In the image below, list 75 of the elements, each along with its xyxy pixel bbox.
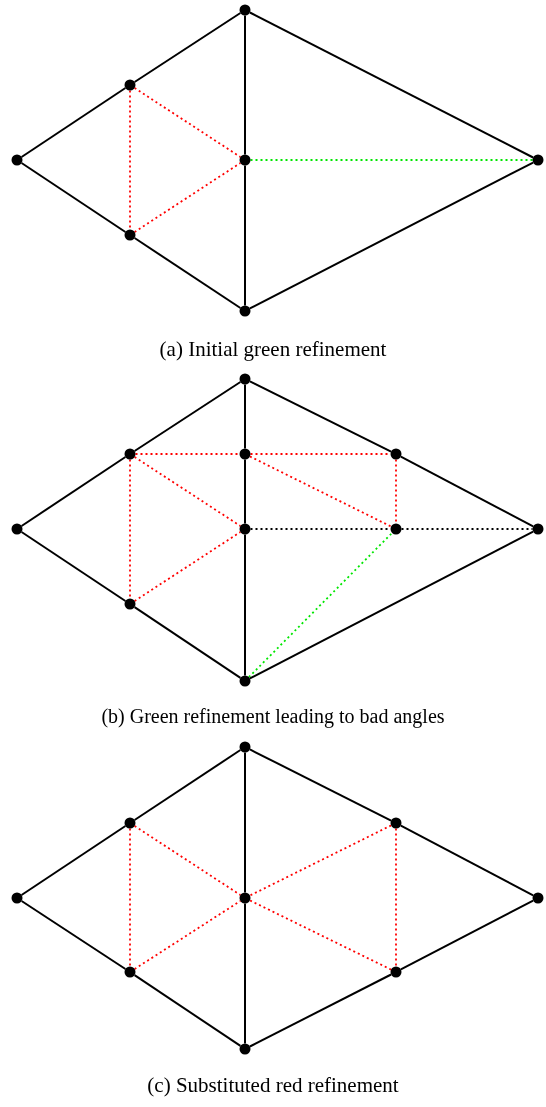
- mesh-vertex: [390, 448, 402, 460]
- mesh-vertex: [124, 598, 136, 610]
- mesh-vertex: [532, 892, 544, 904]
- mesh-edge: [248, 161, 535, 310]
- mesh-vertex: [239, 1043, 251, 1055]
- mesh-vertex: [390, 523, 402, 535]
- mesh-edge: [133, 237, 242, 309]
- mesh-vertex: [11, 523, 23, 535]
- mesh-edge: [244, 458, 246, 525]
- mesh-edge: [248, 748, 393, 822]
- mesh-edge: [400, 528, 534, 530]
- mesh-edge: [248, 380, 393, 453]
- mesh-edge: [133, 531, 242, 602]
- mesh-edge: [244, 14, 246, 156]
- mesh-vertex: [124, 448, 136, 460]
- mesh-edge: [133, 456, 242, 527]
- mesh-edge: [395, 827, 397, 968]
- mesh-vertex: [390, 817, 402, 829]
- mesh-vertex: [239, 892, 251, 904]
- mesh-vertex: [124, 229, 136, 241]
- mesh-vertex: [239, 523, 251, 535]
- figure-caption: (b) Green refinement leading to bad angles: [100, 705, 446, 728]
- mesh-vertex: [239, 373, 251, 385]
- mesh-edge: [244, 533, 246, 677]
- mesh-vertex: [239, 154, 251, 166]
- figure-caption: (c) Substituted red refinement: [146, 1073, 400, 1098]
- mesh-edge: [248, 532, 393, 678]
- mesh-edge: [129, 89, 131, 231]
- figure-caption: (a) Initial green refinement: [158, 337, 388, 362]
- mesh-edge: [249, 455, 392, 528]
- mesh-edge: [20, 531, 127, 602]
- mesh-vertex: [239, 4, 251, 16]
- mesh-edge: [399, 824, 535, 897]
- mesh-vertex: [239, 448, 251, 460]
- mesh-edge: [244, 751, 246, 894]
- mesh-edge: [20, 162, 127, 233]
- mesh-edge: [249, 159, 534, 161]
- mesh-edge: [244, 902, 246, 1045]
- mesh-edge: [133, 12, 242, 83]
- mesh-edge: [244, 383, 246, 450]
- mesh-vertex: [239, 741, 251, 753]
- mesh-edge: [249, 824, 392, 897]
- mesh-edge: [20, 87, 127, 158]
- mesh-edge: [129, 827, 131, 968]
- mesh-vertex: [11, 892, 23, 904]
- mesh-edge: [399, 455, 535, 528]
- mesh-vertex: [532, 523, 544, 535]
- mesh-edge: [20, 456, 127, 527]
- mesh-edge: [133, 900, 242, 970]
- mesh-vertex: [124, 817, 136, 829]
- mesh-edge: [20, 900, 127, 970]
- mesh-edge: [248, 11, 535, 159]
- mesh-vertex: [390, 966, 402, 978]
- mesh-vertex: [532, 154, 544, 166]
- mesh-edge: [133, 87, 242, 158]
- mesh-edge: [20, 825, 127, 896]
- mesh-edge: [133, 974, 242, 1047]
- mesh-edge: [133, 749, 242, 821]
- mesh-vertex: [239, 675, 251, 687]
- mesh-edge: [244, 164, 246, 307]
- mesh-edge: [395, 458, 397, 525]
- mesh-edge: [129, 458, 131, 600]
- mesh-edge: [248, 530, 535, 680]
- mesh-vertex: [124, 79, 136, 91]
- mesh-edge: [399, 899, 535, 971]
- mesh-edge: [133, 606, 242, 679]
- mesh-edge: [133, 381, 242, 452]
- mesh-edge: [249, 899, 392, 971]
- mesh-vertex: [11, 154, 23, 166]
- mesh-edge: [248, 973, 393, 1048]
- mesh-edge: [133, 825, 242, 896]
- mesh-vertex: [239, 305, 251, 317]
- mesh-vertex: [124, 966, 136, 978]
- mesh-edge: [133, 162, 242, 233]
- mesh-edge: [134, 453, 241, 455]
